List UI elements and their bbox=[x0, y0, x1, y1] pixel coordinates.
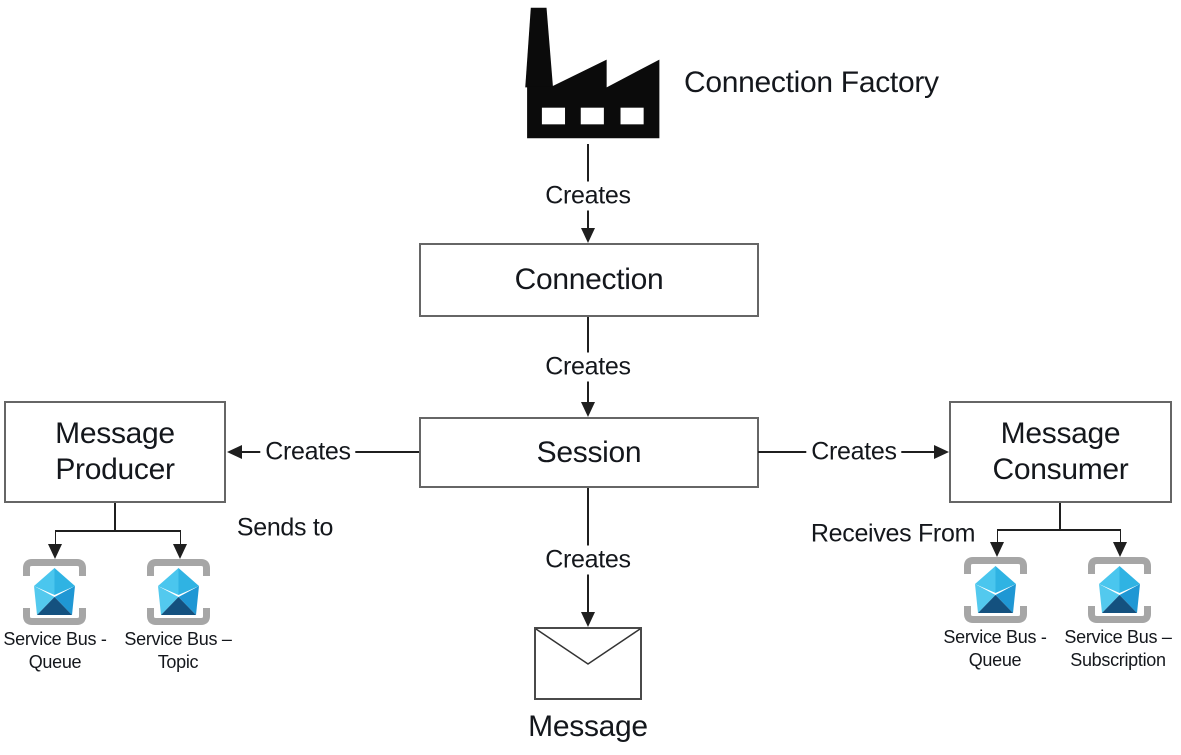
consumer-branch-crossbar-line bbox=[997, 529, 1121, 531]
edge-connection-session-label: Creates bbox=[540, 352, 636, 382]
session-node-label: Session bbox=[536, 435, 642, 469]
edge-session-message-arrowhead-icon bbox=[581, 612, 595, 627]
service-bus-queue-producer-icon bbox=[20, 559, 89, 625]
consumer-branch-right-arrowhead-icon bbox=[1113, 542, 1127, 557]
service-bus-topic-label: Service Bus – Topic bbox=[124, 628, 231, 674]
service-bus-queue-consumer-label-line1: Service Bus - bbox=[943, 627, 1047, 647]
service-bus-subscription-label: Service Bus – Subscription bbox=[1064, 626, 1171, 672]
message-consumer-label-line1: Message bbox=[1000, 417, 1121, 450]
consumer-branch-left-arrowhead-icon bbox=[990, 542, 1004, 557]
message-producer-label-line1: Message bbox=[55, 417, 175, 450]
message-label: Message bbox=[528, 710, 648, 743]
producer-branch-crossbar-line bbox=[55, 530, 181, 532]
consumer-branch-stem-line bbox=[1059, 503, 1061, 530]
service-bus-topic-icon bbox=[144, 559, 213, 625]
service-bus-subscription-icon bbox=[1085, 557, 1154, 623]
service-bus-queue-consumer-label: Service Bus - Queue bbox=[943, 626, 1046, 672]
producer-branch-left-line bbox=[54, 530, 56, 545]
producer-branch-left-arrowhead-icon bbox=[48, 544, 62, 559]
service-bus-queue-producer-label-line1: Service Bus - bbox=[3, 629, 107, 649]
edge-factory-connection-label: Creates bbox=[540, 181, 636, 211]
factory-icon bbox=[516, 2, 664, 144]
edge-session-producer-label: Creates bbox=[260, 437, 356, 467]
connection-node-label: Connection bbox=[514, 263, 664, 296]
receives-from-label: Receives From bbox=[810, 519, 976, 548]
producer-branch-stem-line bbox=[114, 503, 116, 531]
edge-session-consumer-arrowhead-icon bbox=[934, 445, 949, 459]
service-bus-queue-consumer-label-line2: Queue bbox=[968, 650, 1022, 670]
service-bus-queue-consumer-icon bbox=[961, 557, 1030, 623]
consumer-branch-left-line bbox=[996, 529, 998, 543]
producer-branch-right-line bbox=[179, 530, 181, 545]
producer-branch-right-arrowhead-icon bbox=[173, 544, 187, 559]
edge-session-producer-arrowhead-icon bbox=[227, 445, 242, 459]
edge-factory-connection-arrowhead-icon bbox=[581, 228, 595, 243]
session-node: Session bbox=[419, 417, 759, 488]
edge-connection-session-arrowhead-icon bbox=[581, 402, 595, 417]
edge-session-message-label: Creates bbox=[540, 545, 636, 575]
service-bus-topic-label-line2: Topic bbox=[157, 652, 199, 672]
envelope-icon bbox=[534, 627, 642, 700]
message-consumer-label-line2: Consumer bbox=[992, 453, 1129, 486]
connection-factory-label: Connection Factory bbox=[684, 66, 939, 99]
message-consumer-node: Message Consumer bbox=[949, 401, 1172, 503]
consumer-branch-right-line bbox=[1119, 529, 1121, 543]
edge-session-consumer-label: Creates bbox=[806, 437, 902, 467]
service-bus-topic-label-line1: Service Bus – bbox=[124, 629, 232, 649]
service-bus-queue-producer-label: Service Bus - Queue bbox=[3, 628, 106, 674]
message-producer-label-line2: Producer bbox=[55, 453, 175, 486]
service-bus-subscription-label-line2: Subscription bbox=[1070, 650, 1166, 670]
sends-to-label: Sends to bbox=[236, 513, 334, 542]
message-producer-node: Message Producer bbox=[4, 401, 226, 503]
connection-node: Connection bbox=[419, 243, 759, 317]
service-bus-queue-producer-label-line2: Queue bbox=[28, 652, 82, 672]
service-bus-subscription-label-line1: Service Bus – bbox=[1064, 627, 1172, 647]
